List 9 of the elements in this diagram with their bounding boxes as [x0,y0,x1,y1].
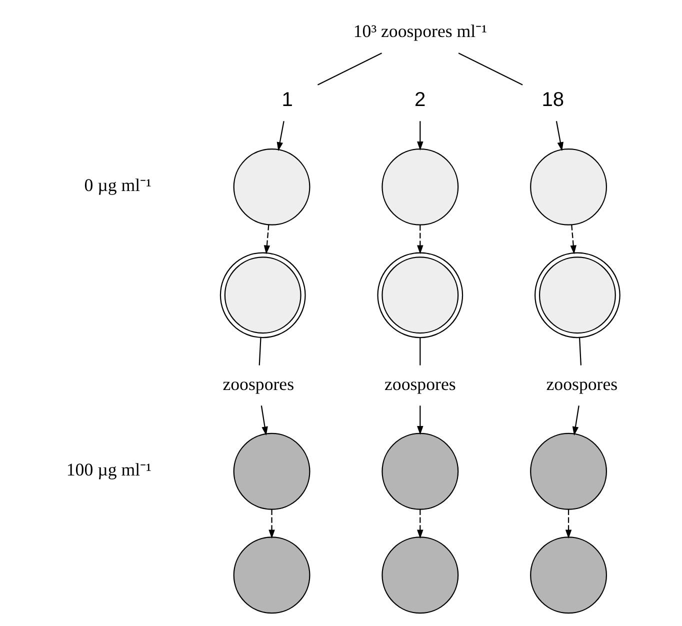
node-text: zoospores [546,374,618,394]
node-text: 18 [541,88,564,111]
node-text: 10³ zoospores ml⁻¹ [352,21,486,42]
node-text: 2 [414,88,426,111]
node-text: zoospores [222,374,294,394]
node-text: zoospores [384,374,456,394]
node-text: 1 [281,88,292,111]
label: 100 µg ml⁻¹ [66,460,151,480]
label: 0 µg ml⁻¹ [84,175,151,196]
